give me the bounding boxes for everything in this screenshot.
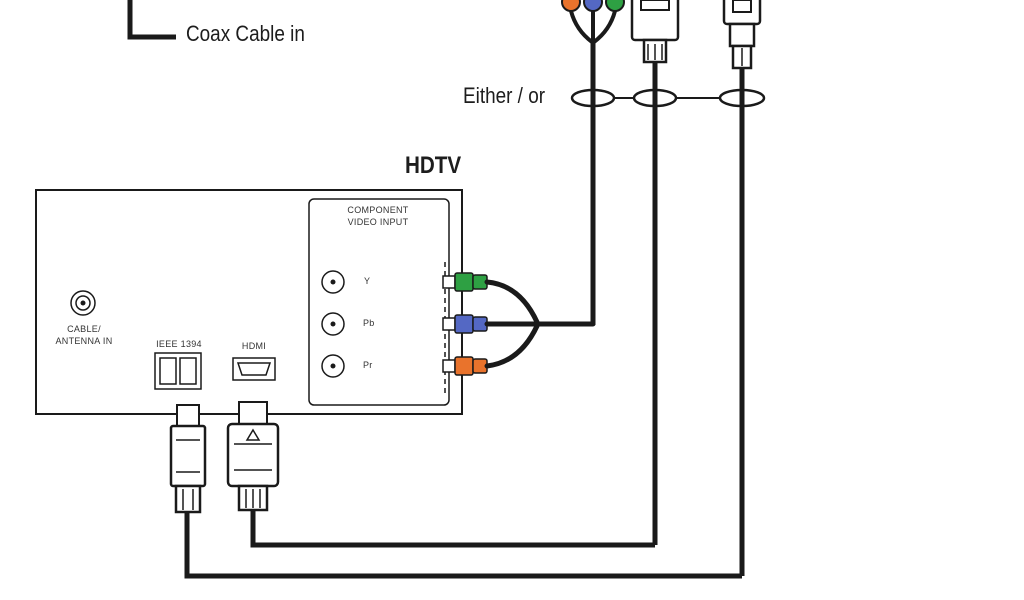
cable-antenna-label: CABLE/ ANTENNA IN bbox=[48, 325, 120, 346]
cable-antenna-line1: CABLE/ bbox=[67, 324, 101, 334]
rca-plug-green bbox=[442, 272, 488, 292]
component-cable-fan bbox=[484, 279, 596, 369]
hdmi-label: HDMI bbox=[241, 341, 267, 351]
hdtv-title: HDTV bbox=[405, 152, 462, 179]
ieee1394-label: IEEE 1394 bbox=[156, 339, 202, 349]
port-y-label: Y bbox=[364, 276, 371, 286]
port-pr-label: Pr bbox=[363, 360, 373, 370]
component-jack-pb bbox=[321, 312, 345, 336]
cable-antenna-line2: ANTENNA IN bbox=[55, 336, 113, 346]
hdmi-cable-bottom bbox=[250, 510, 655, 548]
either-or-selector bbox=[570, 88, 766, 108]
either-or-label: Either / or bbox=[463, 83, 546, 108]
ieee1394-port-icon bbox=[154, 352, 202, 390]
component-label-line1: COMPONENT bbox=[347, 205, 409, 215]
firewire-plug-bottom bbox=[169, 404, 207, 514]
top-plug-blue bbox=[583, 0, 603, 12]
rca-plug-blue bbox=[442, 314, 488, 334]
rca-plug-red bbox=[442, 356, 488, 376]
hdmi-plug-bottom bbox=[226, 401, 280, 512]
top-component-plugs bbox=[561, 0, 625, 44]
hdmi-port-icon bbox=[232, 357, 276, 381]
top-hdmi-plug bbox=[630, 0, 680, 64]
component-jack-y bbox=[321, 270, 345, 294]
firewire-cable-bottom bbox=[184, 512, 742, 579]
coax-cable-line bbox=[127, 0, 176, 40]
port-pb-label: Pb bbox=[363, 318, 375, 328]
coax-cable-label: Coax Cable in bbox=[186, 21, 305, 46]
component-label-line2: VIDEO INPUT bbox=[347, 217, 409, 227]
component-input-label: COMPONENT VIDEO INPUT bbox=[328, 206, 428, 227]
top-plug-green bbox=[605, 0, 625, 12]
top-plug-red bbox=[561, 0, 581, 12]
top-firewire-plug bbox=[722, 0, 762, 70]
component-jack-pr bbox=[321, 354, 345, 378]
coax-jack-icon bbox=[70, 290, 96, 316]
component-input-box bbox=[308, 198, 450, 406]
